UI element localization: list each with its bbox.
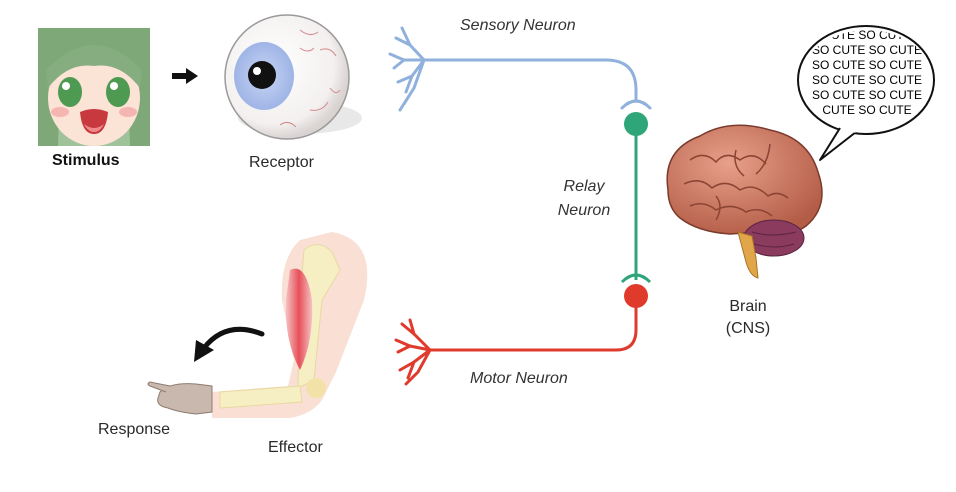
anime-girl-face-icon	[38, 28, 150, 146]
speech-line: SO CUTE SO CUTE	[811, 43, 922, 57]
brain-label-line1: Brain	[729, 298, 767, 315]
receptor-label: Receptor	[249, 154, 314, 171]
effector-label: Effector	[268, 439, 323, 456]
motor-neuron	[394, 284, 648, 386]
speech-line: CUTE SO CUTE	[822, 28, 912, 42]
stimulus-label: Stimulus	[52, 152, 120, 169]
relay-neuron	[620, 112, 652, 284]
eyeball-icon	[224, 14, 362, 140]
speech-line: SO CUTE SO CUTE	[811, 88, 922, 102]
sensory-neuron	[388, 26, 652, 112]
speech-bubble	[797, 25, 935, 161]
motor-neuron-label: Motor Neuron	[470, 370, 568, 387]
response-label: Response	[98, 421, 171, 438]
relay-neuron-label-line2: Neuron	[557, 202, 611, 219]
speech-line: SO CUTE SO CUTE	[811, 58, 922, 72]
hand-icon	[147, 381, 213, 415]
curved-arrow-icon	[194, 326, 265, 362]
brain-icon	[666, 124, 823, 279]
arm-muscle-icon	[212, 232, 368, 418]
relay-neuron-label-line1: Relay	[563, 178, 605, 195]
arrow-icon	[172, 68, 198, 84]
brain-label-line2: (CNS)	[725, 320, 771, 337]
sensory-neuron-label: Sensory Neuron	[460, 17, 576, 34]
speech-line: CUTE SO CUTE	[822, 103, 912, 117]
speech-line: SO CUTE SO CUTE	[811, 73, 922, 87]
speech-bubble-text: CUTE SO CUTE SO CUTE SO CUTE SO CUTE SO …	[800, 28, 934, 132]
